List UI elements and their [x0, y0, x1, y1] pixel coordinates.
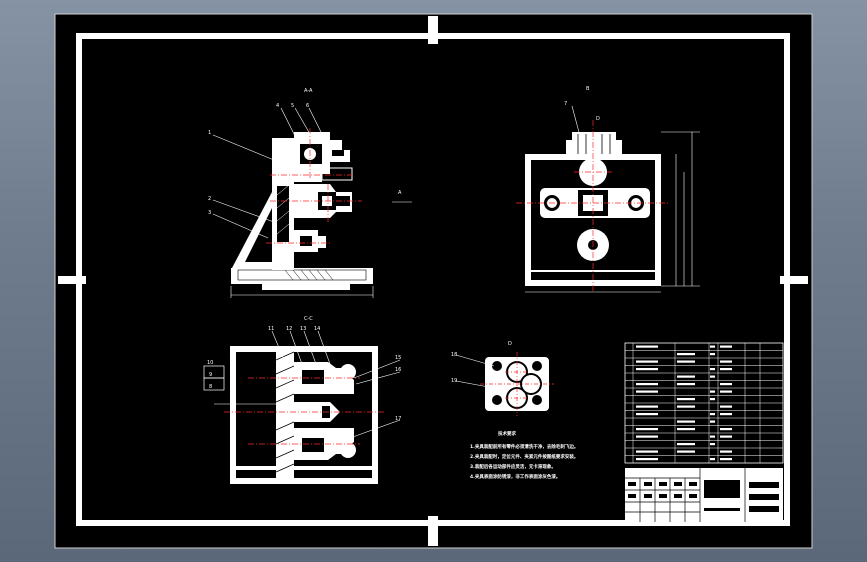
parts-list-entry [710, 390, 715, 393]
parts-list-entry [710, 398, 715, 401]
parts-list-entry [710, 375, 715, 378]
parts-list-entry [677, 383, 695, 386]
callout-14: 14 [314, 326, 320, 332]
right-view-title: B [586, 86, 590, 92]
parts-list-entry [720, 428, 732, 431]
callout-11: 11 [268, 326, 274, 332]
callout-8: 8 [209, 384, 212, 390]
callout-3: 3 [208, 210, 211, 216]
parts-list-entry [677, 420, 695, 423]
parts-list-entry [636, 390, 658, 393]
parts-list-entry [720, 390, 732, 393]
notes-line-4: 4.夹具表面涂防锈漆，非工作表面涂灰色漆。 [470, 473, 560, 480]
callout-19: 19 [451, 378, 457, 384]
drawing-frame [58, 16, 808, 546]
parts-list-entry [636, 368, 658, 371]
title-block[interactable] [625, 468, 783, 522]
parts-list-entry [677, 360, 695, 363]
parts-list-entry [710, 413, 715, 416]
notes-line-1: 1.夹具装配前所有零件必须清洗干净，去除毛刺飞边。 [470, 443, 578, 450]
parts-list-entry [720, 368, 732, 371]
parts-list-entry [720, 435, 732, 438]
callout-12: 12 [286, 326, 292, 332]
parts-list-entry [636, 458, 658, 461]
parts-list-entry [636, 345, 658, 348]
parts-list[interactable] [624, 342, 784, 464]
parts-list-entry [636, 360, 658, 363]
top-section-view[interactable]: C-C [203, 316, 401, 484]
parts-list-entry [710, 345, 715, 348]
parts-list-entry [710, 368, 715, 371]
parts-list-entry [720, 458, 732, 461]
parts-list-entry [636, 450, 658, 453]
parts-list-entry [710, 458, 715, 461]
parts-list-entry [636, 383, 658, 386]
callout-5: 5 [291, 103, 294, 109]
parts-list-entry [720, 345, 732, 348]
callout-d: D [596, 116, 600, 122]
detail-view-title: D [508, 341, 512, 347]
callout-9: 9 [209, 372, 212, 378]
right-side-view[interactable]: B [516, 86, 700, 293]
parts-list-entry [636, 428, 658, 431]
callout-7: 7 [564, 101, 567, 107]
parts-list-entry [677, 398, 695, 401]
callout-18: 18 [451, 352, 457, 358]
callout-2: 2 [208, 196, 211, 202]
parts-list-entry [636, 435, 658, 438]
parts-list-entry [720, 360, 732, 363]
callout-15: 15 [395, 355, 401, 361]
parts-list-entry [720, 405, 732, 408]
parts-list-entry [720, 450, 732, 453]
notes-title: 技术要求 [498, 430, 516, 437]
drawing-paper [54, 13, 813, 549]
front-section-view[interactable]: A-A [208, 88, 412, 298]
parts-list-entry [710, 420, 715, 423]
notes-line-2: 2.夹具装配时，定位元件、夹紧元件按图纸要求安装。 [470, 453, 578, 460]
parts-list-entry [710, 353, 715, 356]
parts-list-entry [636, 405, 658, 408]
parts-list-entry [636, 413, 658, 416]
section-view-title: C-C [304, 316, 313, 322]
notes-line-3: 3.装配后各运动部件应灵活，无卡滞现象。 [470, 463, 556, 470]
parts-list-entry [710, 443, 715, 446]
callout-6: 6 [306, 103, 309, 109]
parts-list-entry [677, 353, 695, 356]
callout-4: 4 [276, 103, 279, 109]
callout-16: 16 [395, 367, 401, 373]
parts-list-entry [677, 450, 695, 453]
parts-list-entry [677, 443, 695, 446]
parts-list-entry [720, 383, 732, 386]
callout-10: 10 [207, 360, 213, 366]
parts-list-entry [677, 405, 695, 408]
parts-list-entry [677, 428, 695, 431]
section-arrow-a: A [398, 190, 402, 196]
front-view-title: A-A [304, 88, 313, 94]
parts-list-entry [720, 413, 732, 416]
callout-17: 17 [395, 416, 401, 422]
parts-list-entry [710, 435, 715, 438]
callout-1: 1 [208, 130, 211, 136]
detail-view[interactable]: D 18 19 [451, 341, 554, 416]
parts-list-entry [677, 375, 695, 378]
callout-13: 13 [300, 326, 306, 332]
technical-notes: 技术要求 1.夹具装配前所有零件必须清洗干净，去除毛刺飞边。 2.夹具装配时，定… [470, 430, 578, 480]
